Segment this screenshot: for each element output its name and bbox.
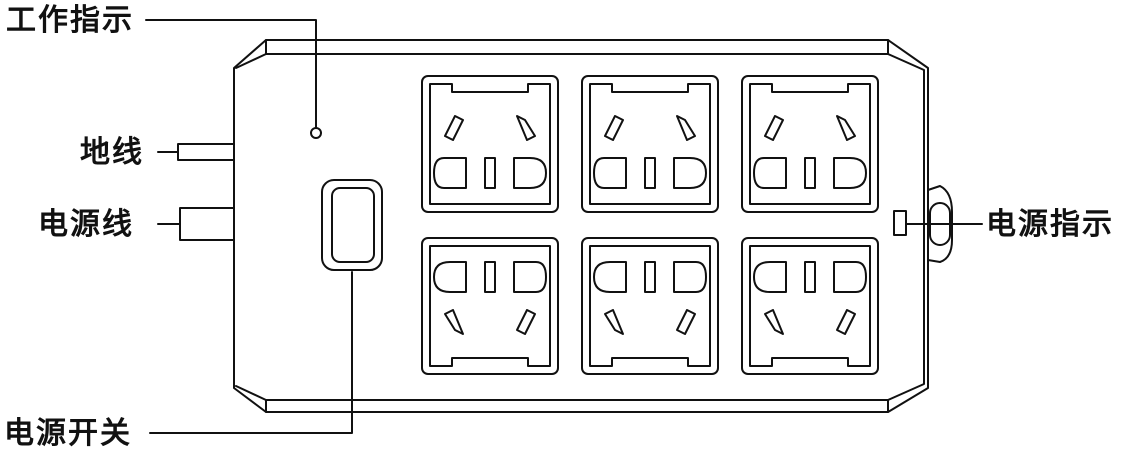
socket-frame: [581, 75, 719, 213]
socket-face: [589, 83, 711, 205]
socket-face: [749, 83, 871, 205]
socket-outlet[interactable]: [741, 237, 879, 375]
socket-outlet[interactable]: [581, 237, 719, 375]
pin-slot: [753, 157, 787, 189]
pin-slot: [836, 309, 856, 335]
strip-inner-panel: [235, 53, 925, 401]
pin-slot: [433, 157, 467, 189]
pin-slot: [833, 261, 867, 293]
socket-face: [429, 245, 551, 367]
pin-slot: [676, 115, 696, 141]
pin-slot: [604, 115, 624, 141]
power-switch-rocker: [331, 187, 375, 263]
hanger-tab: [927, 185, 953, 263]
socket-face: [749, 245, 871, 367]
pin-slot: [444, 115, 464, 141]
leader-work-indicator: [145, 19, 317, 129]
pin-slot: [513, 157, 547, 189]
socket-frame: [741, 237, 879, 375]
pin-slot: [516, 309, 536, 335]
power-cord: [179, 207, 235, 241]
socket-outlet[interactable]: [741, 75, 879, 213]
ground-wire: [177, 143, 235, 161]
socket-frame: [581, 237, 719, 375]
power-switch[interactable]: [321, 179, 383, 271]
label-power-cord: 电源线: [38, 207, 134, 242]
label-work-indicator: 工作指示: [6, 3, 134, 38]
label-power-indicator: 电源指示: [986, 207, 1114, 242]
pin-slot: [673, 157, 707, 189]
socket-face: [429, 83, 551, 205]
pin-slot: [644, 157, 656, 189]
pin-slot: [804, 261, 816, 293]
socket-face: [589, 245, 711, 367]
socket-frame: [741, 75, 879, 213]
pin-slot: [836, 115, 856, 141]
socket-outlet[interactable]: [421, 75, 559, 213]
pin-slot: [764, 115, 784, 141]
pin-slot: [516, 115, 536, 141]
leader-power-switch: [149, 271, 353, 434]
pin-slot: [804, 157, 816, 189]
label-power-switch: 电源开关: [4, 416, 132, 451]
pin-slot: [764, 309, 784, 335]
power-indicator-lamp: [893, 210, 907, 236]
label-ground-wire: 地线: [80, 135, 144, 170]
pin-slot: [644, 261, 656, 293]
pin-slot: [593, 261, 627, 293]
pin-slot: [433, 261, 467, 293]
pin-slot: [833, 157, 867, 189]
socket-frame: [421, 237, 559, 375]
pin-slot: [444, 309, 464, 335]
pin-slot: [673, 261, 707, 293]
pin-slot: [484, 157, 496, 189]
pin-slot: [593, 157, 627, 189]
work-indicator-led: [310, 127, 322, 139]
socket-frame: [421, 75, 559, 213]
pin-slot: [484, 261, 496, 293]
strip-outer-body: [233, 39, 929, 413]
socket-outlet[interactable]: [421, 237, 559, 375]
pin-slot: [513, 261, 547, 293]
socket-outlet[interactable]: [581, 75, 719, 213]
pin-slot: [676, 309, 696, 335]
pin-slot: [753, 261, 787, 293]
pin-slot: [604, 309, 624, 335]
